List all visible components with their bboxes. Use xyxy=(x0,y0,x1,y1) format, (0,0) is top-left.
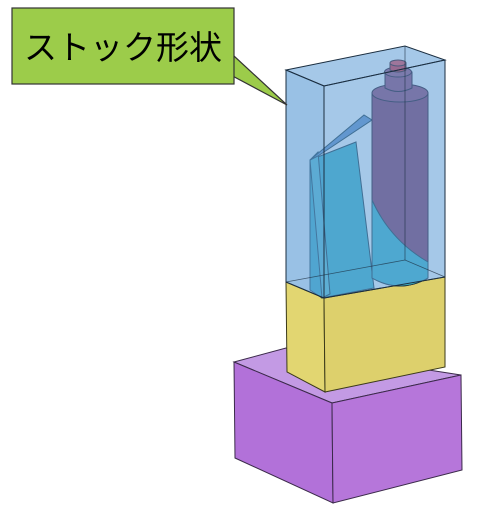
stock-front-face xyxy=(285,69,325,299)
callout-label: ストック形状 xyxy=(24,28,222,67)
stock-callout: ストック形状 xyxy=(11,7,288,106)
base-right-face xyxy=(331,374,463,504)
holder-block[interactable] xyxy=(285,276,446,393)
stock-right-face xyxy=(323,59,446,299)
callout-box xyxy=(11,7,235,85)
stock-shape[interactable] xyxy=(284,45,447,299)
